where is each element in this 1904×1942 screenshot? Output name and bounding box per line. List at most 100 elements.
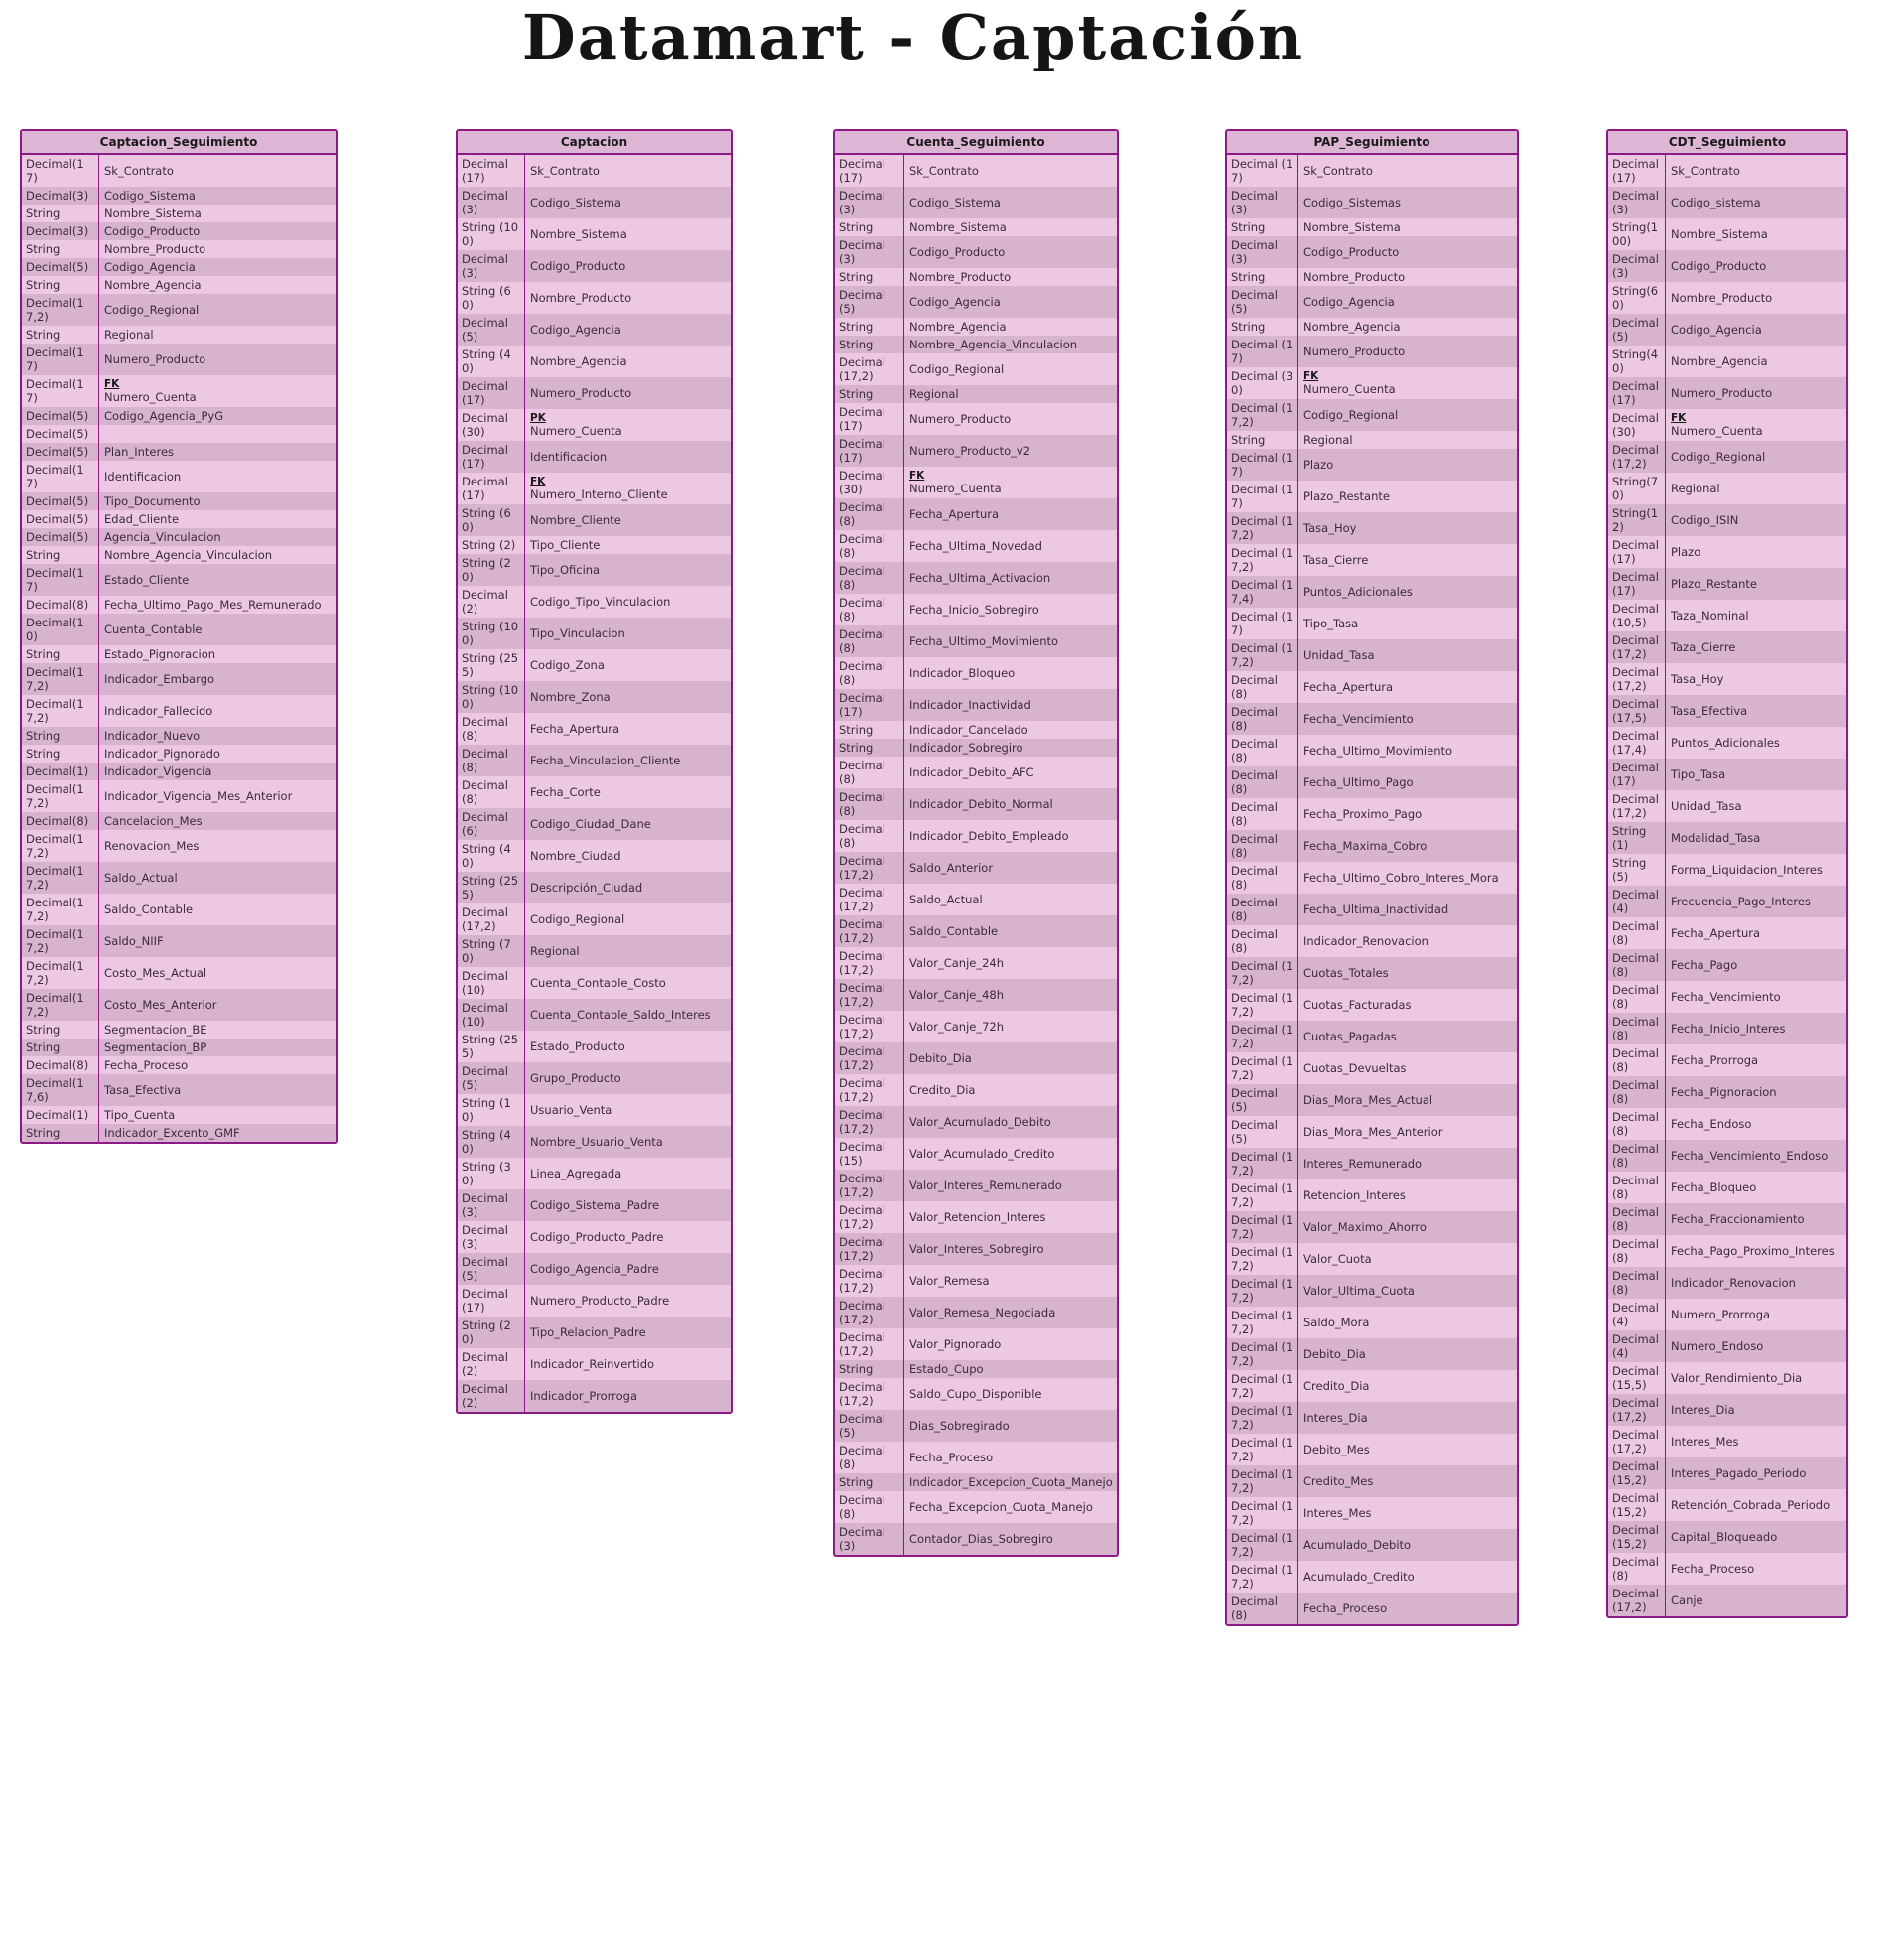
field-type: Decimal (17) xyxy=(458,473,525,504)
field-name: Indicador_Cancelado xyxy=(909,723,1028,737)
field-type: Decimal(15,2) xyxy=(1608,1521,1666,1553)
field-type: String (100) xyxy=(458,218,525,250)
field-name: Valor_Acumulado_Credito xyxy=(909,1147,1055,1161)
field-row: String (40)Nombre_Usuario_Venta xyxy=(458,1126,731,1158)
field-cell: Puntos_Adicionales xyxy=(1298,576,1517,608)
field-cell: Codigo_Agencia_Padre xyxy=(525,1253,731,1285)
field-row: Decimal (17,2)Valor_Cuota xyxy=(1227,1243,1517,1275)
field-type: Decimal (8) xyxy=(1227,798,1298,830)
field-row: Decimal (8)Indicador_Debito_Normal xyxy=(835,788,1117,820)
field-name: Indicador_Debito_Empleado xyxy=(909,829,1069,843)
field-type: Decimal (17) xyxy=(835,689,904,721)
field-cell: Puntos_Adicionales xyxy=(1666,727,1846,759)
field-type: Decimal (17,2) xyxy=(835,915,904,947)
field-row: Decimal(5)Tipo_Documento xyxy=(22,492,336,510)
field-name: Nombre_Producto xyxy=(530,291,632,305)
field-cell: Valor_Remesa_Negociada xyxy=(904,1297,1117,1328)
field-cell: Indicador_Debito_Empleado xyxy=(904,820,1117,852)
field-type: Decimal (3) xyxy=(458,1189,525,1221)
field-row: Decimal(17)Sk_Contrato xyxy=(1608,155,1846,187)
field-type: Decimal (8) xyxy=(835,788,904,820)
field-type: Decimal (17,2) xyxy=(835,1170,904,1201)
field-type: Decimal (8) xyxy=(1227,830,1298,862)
field-row: Decimal (17)Plazo_Restante xyxy=(1227,481,1517,512)
field-type: Decimal(17,2) xyxy=(22,294,99,326)
field-name: Estado_Cliente xyxy=(104,573,190,587)
fk-key-marker: FK xyxy=(1671,412,1687,424)
field-row: String(70)Regional xyxy=(1608,473,1846,504)
field-row: Decimal(17,6)Tasa_Efectiva xyxy=(22,1074,336,1106)
field-type: Decimal(17,2) xyxy=(22,663,99,695)
field-cell: Fecha_Prorroga xyxy=(1666,1044,1846,1076)
field-cell: Codigo_Agencia xyxy=(904,286,1117,318)
field-cell: Regional xyxy=(1666,473,1846,504)
field-name: Tipo_Oficina xyxy=(530,563,601,577)
field-type: Decimal(17,4) xyxy=(1608,727,1666,759)
field-row: Decimal (17,2)Acumulado_Debito xyxy=(1227,1529,1517,1561)
field-cell: Indicador_Excepcion_Cuota_Manejo xyxy=(904,1473,1117,1491)
field-row: Decimal (2)Indicador_Reinvertido xyxy=(458,1348,731,1380)
field-name: Tipo_Tasa xyxy=(1303,617,1359,630)
field-row: String (70)Regional xyxy=(458,935,731,967)
field-cell: Acumulado_Debito xyxy=(1298,1529,1517,1561)
field-row: Decimal(1)Indicador_Vigencia xyxy=(22,763,336,780)
field-row: Decimal(10)Cuenta_Contable xyxy=(22,614,336,645)
field-name: Costo_Mes_Actual xyxy=(104,966,207,980)
field-type: Decimal(5) xyxy=(22,425,99,443)
field-type: String (40) xyxy=(458,840,525,872)
field-type: Decimal(4) xyxy=(1608,886,1666,917)
field-cell: Saldo_NIIF xyxy=(99,925,336,957)
field-type: Decimal(8) xyxy=(1608,1203,1666,1235)
field-cell: Numero_Producto xyxy=(99,344,336,375)
field-name: Indicador_Nuevo xyxy=(104,729,201,743)
field-name: Saldo_NIIF xyxy=(104,934,164,948)
field-name: Nombre_Agencia_Vinculacion xyxy=(104,548,273,562)
field-cell: Debito_Dia xyxy=(904,1042,1117,1074)
field-cell: Fecha_Ultimo_Pago xyxy=(1298,766,1517,798)
field-cell: Sk_Contrato xyxy=(1298,155,1517,187)
field-cell: Cuotas_Devueltas xyxy=(1298,1052,1517,1084)
field-name: Numero_Producto xyxy=(1303,345,1406,358)
field-name: Unidad_Tasa xyxy=(1671,799,1742,813)
field-row: Decimal (17,2)Interes_Remunerado xyxy=(1227,1148,1517,1179)
field-name: Valor_Canje_24h xyxy=(909,956,1005,970)
field-cell: Interes_Remunerado xyxy=(1298,1148,1517,1179)
field-cell: Indicador_Pignorado xyxy=(99,745,336,763)
field-name: Descripción_Ciudad xyxy=(530,881,643,895)
field-name: Saldo_Anterior xyxy=(909,861,994,875)
field-cell: Indicador_Debito_Normal xyxy=(904,788,1117,820)
field-name: Cuenta_Contable_Costo xyxy=(530,976,666,990)
field-type: Decimal (17) xyxy=(458,441,525,473)
field-row: Decimal(17,4)Puntos_Adicionales xyxy=(1608,727,1846,759)
field-cell: Numero_Producto_Padre xyxy=(525,1285,731,1317)
field-type: Decimal (8) xyxy=(1227,1593,1298,1624)
field-cell: Acumulado_Credito xyxy=(1298,1561,1517,1593)
field-row: Decimal(4)Frecuencia_Pago_Interes xyxy=(1608,886,1846,917)
field-row: Decimal (5)Grupo_Producto xyxy=(458,1062,731,1094)
field-type: Decimal (17,2) xyxy=(1227,1370,1298,1402)
field-name: Credito_Dia xyxy=(909,1083,976,1097)
field-type: String xyxy=(22,276,99,294)
field-name: Nombre_Zona xyxy=(530,690,611,704)
field-row: Decimal (17,2)Valor_Acumulado_Debito xyxy=(835,1106,1117,1138)
field-name: Fecha_Proceso xyxy=(1303,1601,1388,1615)
field-cell: Dias_Mora_Mes_Actual xyxy=(1298,1084,1517,1116)
field-name: Taza_Nominal xyxy=(1671,609,1749,623)
field-type: String (2) xyxy=(458,536,525,554)
field-row: Decimal (8)Fecha_Apertura xyxy=(458,713,731,745)
field-type: Decimal(8) xyxy=(1608,1140,1666,1172)
field-type: Decimal (8) xyxy=(835,1491,904,1523)
field-cell: Saldo_Actual xyxy=(904,884,1117,915)
field-cell: Valor_Rendimiento_Dia xyxy=(1666,1362,1846,1394)
field-row: Decimal (17,2)Codigo_Regional xyxy=(1227,399,1517,431)
field-name: Cuotas_Totales xyxy=(1303,966,1389,980)
field-name: Sk_Contrato xyxy=(909,164,979,178)
field-type: String (60) xyxy=(458,282,525,314)
field-type: String (255) xyxy=(458,1031,525,1062)
field-name: Indicador_Debito_AFC xyxy=(909,765,1034,779)
field-row: Decimal (8)Fecha_Corte xyxy=(458,776,731,808)
field-type: Decimal (10) xyxy=(458,967,525,999)
